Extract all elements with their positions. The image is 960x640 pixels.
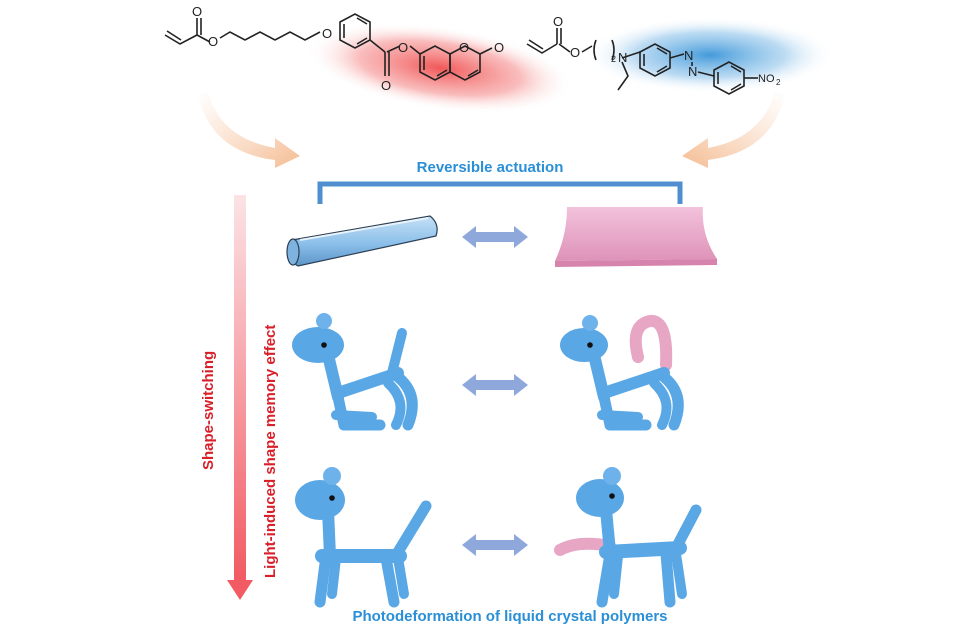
atom-label: 2 bbox=[611, 54, 616, 64]
standing-dog-deformed bbox=[554, 467, 702, 608]
coumarin-atom-labels: O O O O O O O bbox=[192, 4, 504, 93]
atom-label: O bbox=[208, 34, 218, 49]
bidirectional-arrow bbox=[462, 226, 528, 248]
rolled-tube-object bbox=[286, 215, 438, 267]
bidirectional-arrow bbox=[462, 534, 528, 556]
azobenzene-highlight bbox=[585, 17, 835, 93]
shape-switching-label: Shape-switching bbox=[200, 350, 217, 470]
shape-switching-arrow bbox=[227, 195, 253, 600]
atom-label: NO bbox=[758, 73, 775, 85]
coumarin-highlight bbox=[306, 22, 574, 114]
atom-label: O bbox=[570, 45, 580, 60]
reversible-actuation-label: Reversible actuation bbox=[416, 159, 564, 176]
azobenzene-atom-labels: O O 2 N N N NO 2 bbox=[553, 14, 781, 87]
molecules-area: O O O O O O O O O 2 N N N bbox=[164, 4, 835, 114]
atom-label: O bbox=[322, 26, 332, 41]
atom-label: 2 bbox=[776, 78, 781, 87]
standing-dog-original bbox=[295, 467, 432, 608]
atom-label: N bbox=[688, 64, 697, 79]
atom-label: O bbox=[459, 40, 469, 55]
azobenzene-monomer-structure bbox=[526, 28, 758, 95]
atom-label: O bbox=[192, 4, 202, 19]
atom-label: N bbox=[618, 50, 627, 65]
coumarin-monomer-structure bbox=[164, 13, 493, 81]
atom-label: O bbox=[553, 14, 563, 29]
atom-label: N bbox=[684, 48, 693, 63]
atom-label: O bbox=[398, 40, 408, 55]
reversible-actuation-bracket bbox=[317, 181, 683, 204]
light-induced-label: Light-induced shape memory effect bbox=[262, 324, 279, 578]
photodeformation-label: Photodeformation of liquid crystal polym… bbox=[352, 608, 668, 625]
orange-arrow-left bbox=[198, 92, 300, 168]
sitting-dog-deformed bbox=[560, 315, 684, 431]
atom-label: O bbox=[494, 40, 504, 55]
orange-arrow-right bbox=[682, 92, 785, 168]
bidirectional-arrow bbox=[462, 374, 528, 396]
atom-label: O bbox=[381, 78, 391, 93]
sitting-dog-original bbox=[292, 313, 418, 431]
curved-film-object bbox=[555, 207, 717, 267]
